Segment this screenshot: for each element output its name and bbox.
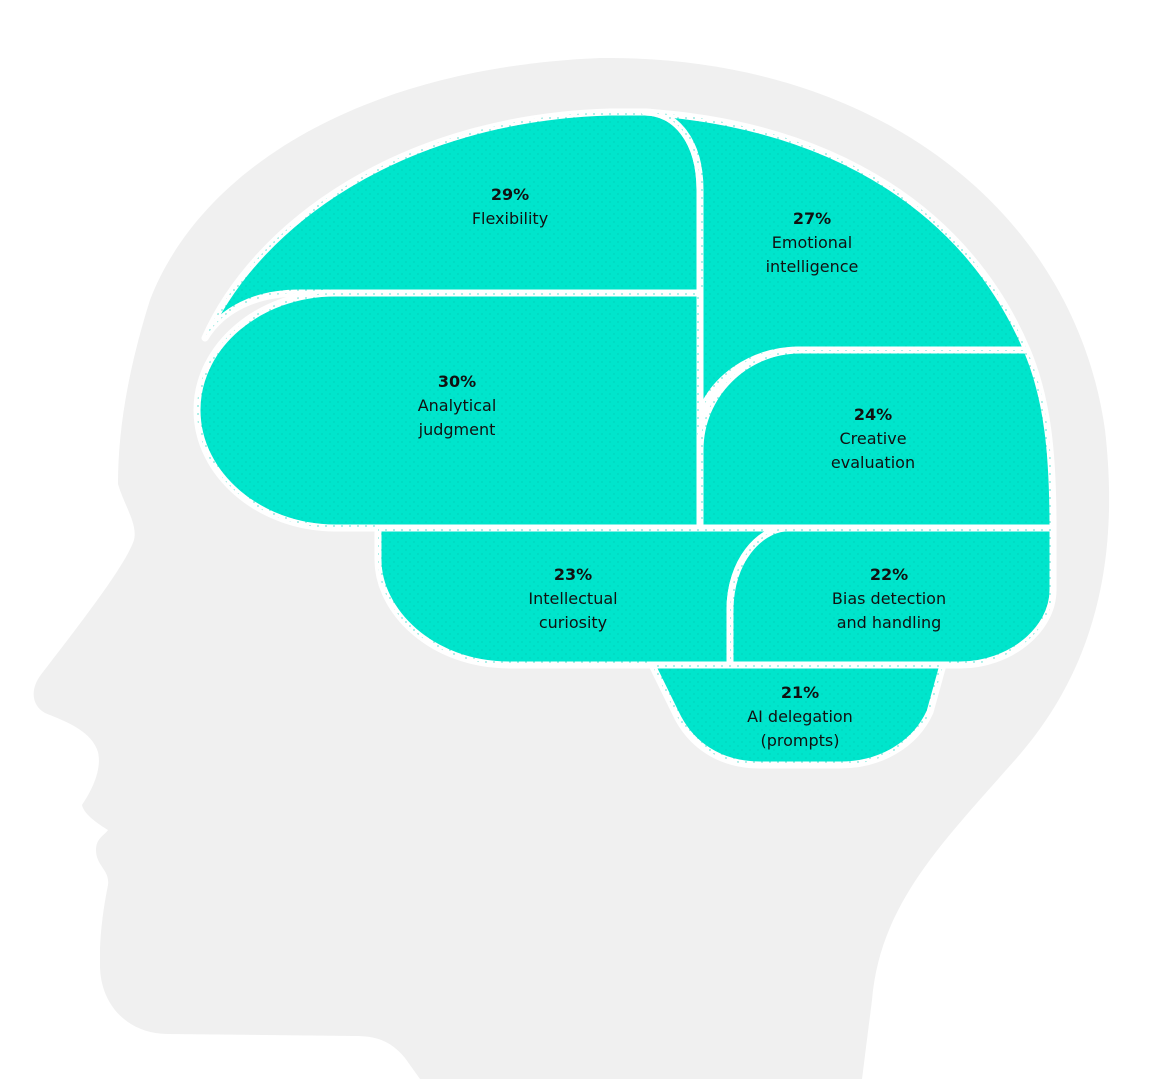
region-label-creative-evaluation: Creative [839,429,906,448]
region-texture-analytical-judgment [197,293,700,528]
region-percent-bias-detection: 22% [870,565,908,584]
region-texture-creative-evaluation [700,350,1053,528]
region-label-intellectual-curiosity: curiosity [539,613,607,632]
region-texture-ai-delegation [652,665,943,765]
region-texture-bias-detection [730,528,1053,665]
region-texture-flexibility [205,112,700,338]
region-label-creative-evaluation: evaluation [831,453,915,472]
region-percent-intellectual-curiosity: 23% [554,565,592,584]
region-percent-flexibility: 29% [491,185,529,204]
region-label-emotional-intelligence: intelligence [766,257,859,276]
region-texture-intellectual-curiosity [378,528,785,665]
region-label-flexibility: Flexibility [472,209,548,228]
region-percent-analytical-judgment: 30% [438,372,476,391]
region-label-analytical-judgment: Analytical [418,396,497,415]
region-label-ai-delegation: AI delegation [747,707,853,726]
region-label-intellectual-curiosity: Intellectual [528,589,617,608]
region-label-bias-detection: Bias detection [832,589,946,608]
region-label-ai-delegation: (prompts) [760,731,839,750]
region-percent-ai-delegation: 21% [781,683,819,702]
region-label-analytical-judgment: judgment [418,420,496,439]
region-texture-emotional-intelligence [645,112,1027,415]
region-percent-emotional-intelligence: 27% [793,209,831,228]
region-percent-creative-evaluation: 24% [854,405,892,424]
region-label-emotional-intelligence: Emotional [772,233,852,252]
region-label-bias-detection: and handling [837,613,942,632]
